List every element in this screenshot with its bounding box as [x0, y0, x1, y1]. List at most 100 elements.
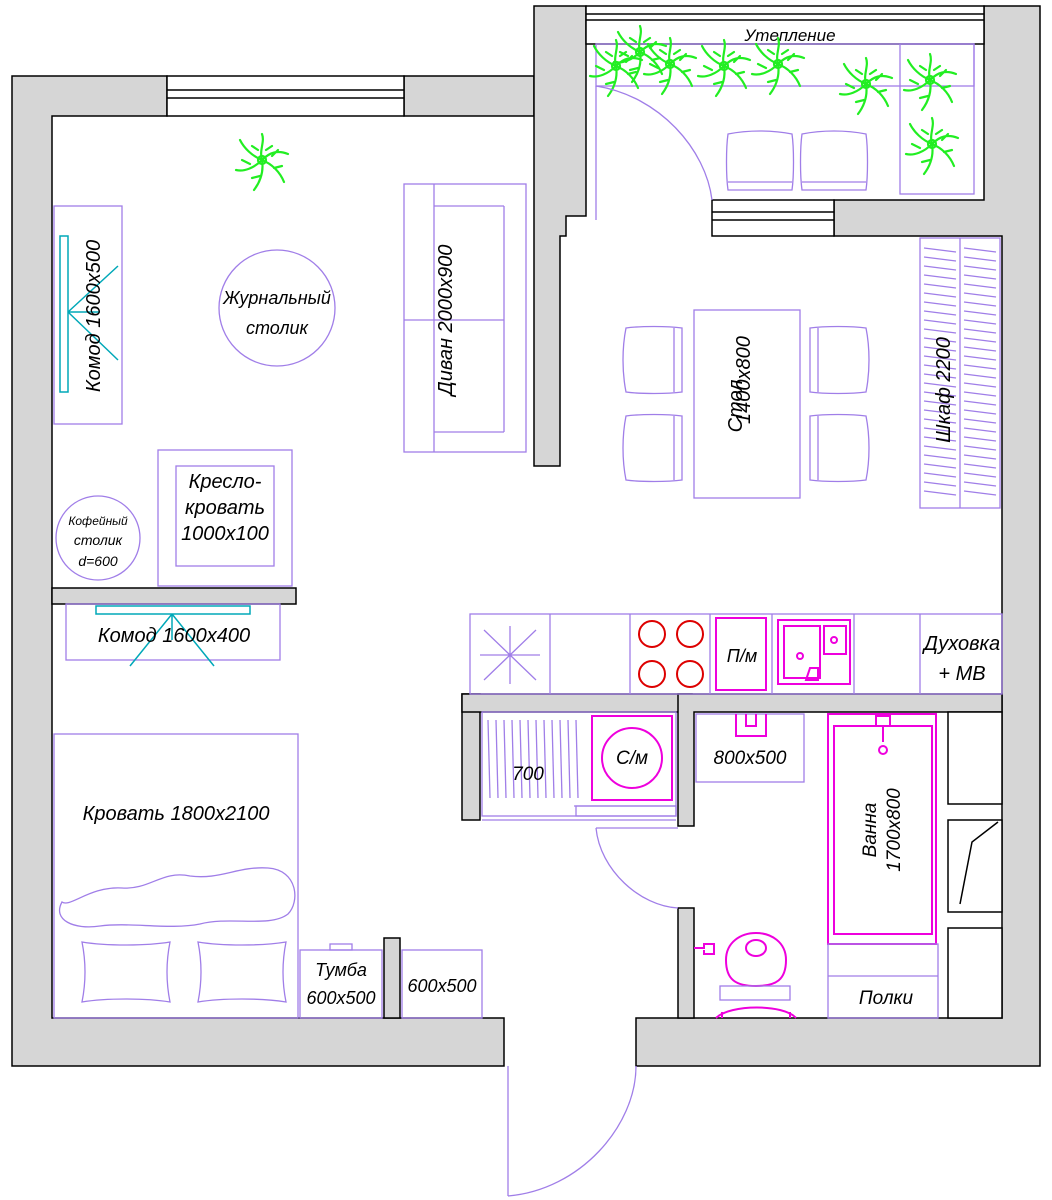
outer-wall-top-left: [403, 75, 535, 117]
bathtub: Ванна 1700x800: [827, 713, 937, 945]
hatch-line: [503, 719, 507, 799]
hatch-line: [923, 337, 957, 343]
hatch-line: [963, 247, 997, 253]
hatch-line: [543, 719, 547, 799]
hatch-line: [963, 364, 997, 370]
hatch-line: [923, 364, 957, 370]
hatch-line: [963, 319, 997, 325]
coffee-table: Журнальный столик: [218, 249, 336, 367]
chair-icon: [622, 413, 683, 483]
hatch-line: [963, 418, 997, 424]
outer-wall: [11, 75, 505, 1067]
balcony-plants: [588, 24, 960, 176]
hatch-line: [963, 283, 997, 289]
plant-icon: [904, 116, 960, 176]
hatch-line: [963, 391, 997, 397]
hatch-line: [923, 292, 957, 298]
armchair-label-3: 1000x100: [181, 523, 269, 545]
sink-icon: [777, 619, 851, 685]
kitchen-counter: П/м Духовка + МВ: [469, 613, 1003, 695]
insulation-label: Утепление: [743, 26, 835, 45]
hatch-line: [923, 436, 957, 442]
window-kitchen: [711, 199, 835, 237]
hatch-line: [923, 382, 957, 388]
burner-icon: [676, 620, 704, 648]
armchair-label-2: кровать: [185, 497, 265, 519]
hatch-line: [487, 719, 491, 799]
hatch-line: [923, 319, 957, 325]
chair-icon: [809, 325, 870, 395]
hatch-line: [963, 463, 997, 469]
hatch-line: [923, 247, 957, 253]
dresser-left-label: Комод 1600x500: [83, 240, 105, 392]
burner-icon: [638, 620, 666, 648]
hatch-line: [923, 256, 957, 262]
dishwasher-label: П/м: [727, 646, 757, 666]
hatch-line: [923, 472, 957, 478]
washer: С/м: [591, 715, 673, 801]
closet-label: 700: [512, 764, 544, 785]
hatch-line: [551, 719, 555, 799]
hatch-line: [963, 472, 997, 478]
hatch-line: [923, 283, 957, 289]
hatch-line: [923, 454, 957, 460]
hatch-line: [963, 436, 997, 442]
hatch-line: [963, 274, 997, 280]
nightstand-label-1: Тумба: [315, 960, 367, 980]
hatch-line: [963, 382, 997, 388]
small-coffee-table: Кофейный столик d=600: [55, 495, 141, 581]
hatch-line: [963, 481, 997, 487]
chair-icon: [809, 413, 870, 483]
balcony-wall-left: [533, 5, 587, 467]
hatch-line: [923, 481, 957, 487]
hatch-line: [923, 265, 957, 271]
window-living: [166, 75, 405, 117]
oven-label-2: + МВ: [938, 663, 985, 685]
hatch-line: [963, 373, 997, 379]
washer-label: С/м: [616, 748, 648, 769]
hatch-line: [923, 301, 957, 307]
door-swing-icon: [595, 827, 679, 909]
plant-icon: [902, 52, 958, 112]
armchair-label-1: Кресло-: [189, 471, 262, 493]
living-room: Комод 1600x500 Журнальный столик Диван 2…: [53, 132, 527, 587]
hatch-line: [559, 719, 563, 799]
hatch-line: [923, 346, 957, 352]
hatch-line: [527, 719, 531, 799]
nightstand-divider: [383, 937, 401, 1019]
nightstand: Тумба 600x500: [299, 943, 383, 1019]
hatch-line: [511, 719, 515, 799]
walls: [11, 5, 1041, 1067]
shelves-label: Полки: [859, 988, 914, 1009]
cooler-icon: [480, 626, 540, 684]
hatch-line: [963, 400, 997, 406]
bathroom: 800x500 Ванна 1700x800 Полки: [694, 711, 1003, 1019]
hatch-line: [923, 310, 957, 316]
nightstand-2: 600x500: [401, 949, 483, 1019]
wardrobe-label: Шкаф 2200: [933, 337, 955, 443]
hatch-line: [963, 490, 997, 496]
dining: Стол 1400x800: [622, 309, 870, 499]
oven-label-1: Духовка: [922, 633, 1000, 655]
shelves: Полки: [827, 943, 939, 1019]
pillow-icon: [81, 941, 171, 1003]
nightstand-label-2: 600x500: [306, 988, 375, 1008]
balcony-chairs: [725, 130, 869, 191]
coffee-table-label-2: столик: [246, 318, 310, 338]
hatch-line: [963, 409, 997, 415]
hatch-line: [963, 355, 997, 361]
closet-top-wall: [461, 693, 693, 713]
bathroom-wall-lower: [677, 907, 695, 1019]
plant-icon: [696, 38, 752, 98]
hatch-line: [923, 409, 957, 415]
hatch-line: [923, 445, 957, 451]
hatch-line: [963, 301, 997, 307]
hatch-line: [923, 490, 957, 496]
sofa: Диван 2000x900: [403, 183, 527, 453]
closet: 700 С/м: [481, 711, 679, 909]
balcony: Утепление: [588, 24, 975, 220]
dresser-left: Комод 1600x500: [53, 205, 123, 425]
table-label-1: Стол: [725, 380, 747, 433]
hatch-line: [923, 391, 957, 397]
